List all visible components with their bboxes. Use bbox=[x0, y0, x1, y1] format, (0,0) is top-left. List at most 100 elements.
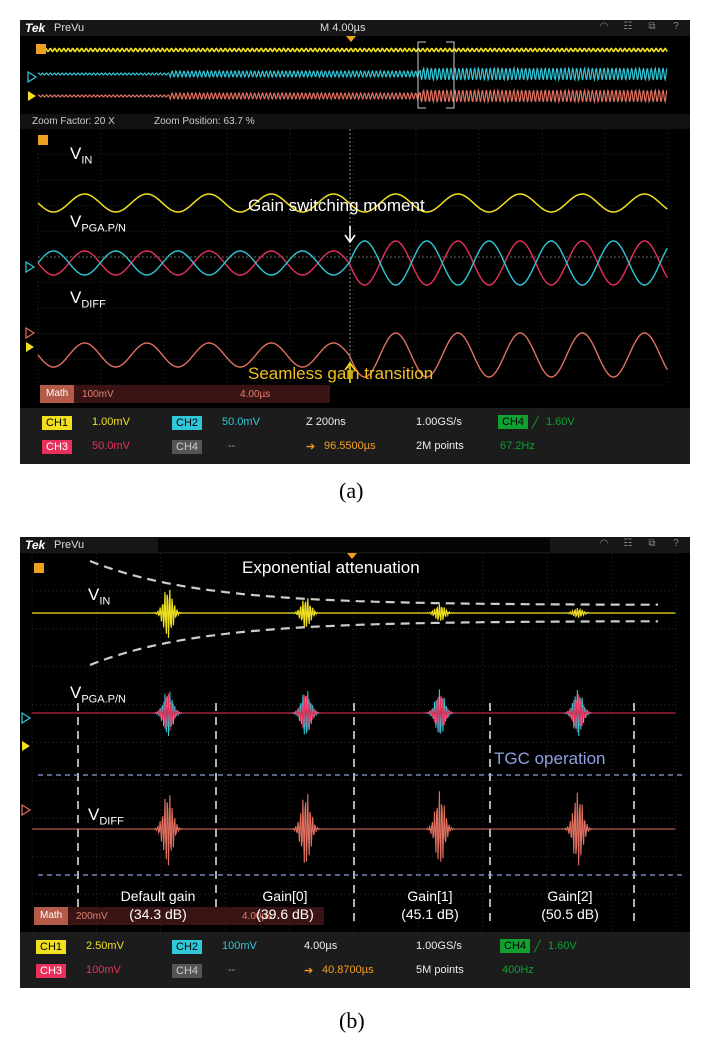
seamless-transition-annotation: Seamless gain transition bbox=[248, 364, 434, 383]
prevu-label: PreVu bbox=[54, 22, 85, 34]
zoom-position: Zoom Position: 63.7 % bbox=[154, 116, 255, 127]
zoom-time-div[interactable]: Z 200ns bbox=[306, 416, 346, 428]
trigger-position-marker bbox=[346, 36, 356, 42]
vdiff-label: VDIFF bbox=[70, 288, 106, 311]
trigger-frequency: 67.2Hz bbox=[500, 440, 535, 452]
wifi-icon[interactable]: ◠ bbox=[599, 21, 609, 32]
top-icons: ◠ ☷ ⧉ ? bbox=[591, 20, 684, 36]
tek-logo: Tek bbox=[25, 538, 46, 552]
ch1-badge[interactable]: CH1 bbox=[42, 416, 73, 430]
math-scale: 200mV bbox=[76, 911, 108, 922]
math-marker bbox=[25, 326, 36, 340]
plot-background bbox=[20, 129, 690, 409]
vin-label: VIN bbox=[70, 144, 93, 167]
ch2-scale: 100mV bbox=[222, 940, 257, 952]
ch4-badge[interactable]: CH4 bbox=[172, 440, 203, 454]
ch4-scale: -- bbox=[228, 964, 236, 976]
export-icon[interactable]: ⧉ bbox=[648, 21, 656, 32]
settings-bar: CH1 2.50mV CH2 100mV CH3 100mV CH4 -- 4.… bbox=[20, 932, 690, 988]
ch1-scale: 2.50mV bbox=[86, 940, 124, 952]
vin-trace bbox=[32, 589, 676, 638]
time-div[interactable]: 4.00µs bbox=[304, 940, 338, 952]
exponential-attenuation-annotation: Exponential attenuation bbox=[242, 558, 420, 577]
scope-panel-a: Tek PreVu M 4.00µs ◠ ☷ ⧉ ? Zoom Factor: … bbox=[20, 20, 690, 464]
horizontal-position[interactable]: 40.8700µs bbox=[322, 964, 374, 976]
ch3-badge[interactable]: CH3 bbox=[36, 964, 67, 978]
ch4-badge[interactable]: CH4 bbox=[172, 964, 203, 978]
ch2-marker bbox=[25, 260, 36, 274]
ch3-overview-trace bbox=[37, 87, 668, 105]
overview-strip[interactable] bbox=[158, 538, 550, 552]
trigger-position-marker bbox=[347, 553, 357, 559]
help-icon[interactable]: ? bbox=[673, 538, 679, 549]
position-arrow-icon: ➔ bbox=[304, 965, 314, 977]
trigger-icon bbox=[34, 563, 44, 573]
record-length: 2M points bbox=[416, 440, 464, 452]
gain-label-1: Gain[1](45.1 dB) bbox=[401, 888, 459, 922]
scope-panel-b: Tek PreVu ◠ ☷ ⧉ ? Exponential attenuatio… bbox=[20, 537, 690, 988]
ch3-scale: 50.0mV bbox=[92, 440, 130, 452]
tek-logo: Tek bbox=[25, 21, 46, 35]
arrow-down-icon bbox=[344, 234, 356, 244]
math-tag: Math bbox=[40, 385, 75, 403]
math-badge[interactable]: Math 200mV 4.00µs bbox=[34, 907, 324, 925]
vpga-p-trace bbox=[32, 693, 676, 733]
waveform-area[interactable] bbox=[20, 553, 690, 932]
math-tag: Math bbox=[34, 907, 69, 925]
trigger-frequency: 400Hz bbox=[502, 964, 534, 976]
tgc-operation-annotation: TGC operation bbox=[494, 749, 606, 768]
export-icon[interactable]: ⧉ bbox=[648, 538, 656, 549]
vpga-n-trace bbox=[37, 240, 668, 286]
gain-label-0: Gain[0](39.6 dB) bbox=[256, 888, 314, 922]
position-arrow-icon: ➔ bbox=[306, 441, 316, 453]
ch2-marker bbox=[27, 70, 38, 84]
ch3-badge[interactable]: CH3 bbox=[42, 440, 73, 454]
attenuation-envelope-lower bbox=[89, 620, 658, 667]
ch2-marker bbox=[21, 711, 32, 725]
zoom-window-bracket bbox=[417, 41, 455, 109]
zoom-waveform-area[interactable] bbox=[20, 129, 690, 409]
math-marker bbox=[21, 803, 32, 817]
trigger-edge-icon: ╱ bbox=[532, 417, 539, 429]
trigger-level: 1.60V bbox=[548, 940, 577, 952]
trigger-source-badge[interactable]: CH4 bbox=[500, 939, 531, 953]
horizontal-scale[interactable]: M 4.00µs bbox=[320, 22, 366, 34]
prevu-label: PreVu bbox=[54, 539, 85, 551]
zoom-factor: Zoom Factor: 20 X bbox=[32, 116, 115, 127]
record-length: 5M points bbox=[416, 964, 464, 976]
trigger-source-badge[interactable]: CH4 bbox=[498, 415, 529, 429]
ch1-marker bbox=[22, 741, 30, 751]
math-badge[interactable]: Math 100mV 4.00µs bbox=[40, 385, 330, 403]
settings-bar: CH1 1.00mV CH2 50.0mV CH3 50.0mV CH4 -- … bbox=[20, 408, 690, 464]
ch1-badge[interactable]: CH1 bbox=[36, 940, 67, 954]
trigger-level: 1.60V bbox=[546, 416, 575, 428]
vdiff-label: VDIFF bbox=[88, 805, 124, 828]
gain-switching-annotation: Gain switching moment bbox=[248, 196, 425, 215]
ch2-badge[interactable]: CH2 bbox=[172, 416, 203, 430]
gain-label-default: Default gain(34.3 dB) bbox=[120, 888, 196, 922]
caption-a: (a) bbox=[339, 478, 364, 503]
caption-b: (b) bbox=[339, 1008, 365, 1033]
math-time: 4.00µs bbox=[240, 389, 271, 400]
sample-rate: 1.00GS/s bbox=[416, 416, 462, 428]
vin-label: VIN bbox=[88, 585, 111, 608]
help-icon[interactable]: ? bbox=[673, 21, 679, 32]
ch2-badge[interactable]: CH2 bbox=[172, 940, 203, 954]
ch1-overview-trace bbox=[37, 47, 668, 53]
horizontal-position[interactable]: 96.5500µs bbox=[324, 440, 376, 452]
vpga-label: VPGA.P/N bbox=[70, 683, 126, 706]
overview-waveform-strip[interactable] bbox=[20, 36, 690, 114]
ch2-scale: 50.0mV bbox=[222, 416, 260, 428]
network-icon[interactable]: ☷ bbox=[623, 538, 633, 549]
trigger-icon bbox=[36, 44, 46, 54]
ch1-marker bbox=[26, 342, 34, 352]
trigger-icon bbox=[38, 135, 48, 145]
trigger-edge-icon: ╱ bbox=[534, 941, 541, 953]
network-icon[interactable]: ☷ bbox=[623, 21, 633, 32]
gain-label-2: Gain[2](50.5 dB) bbox=[541, 888, 599, 922]
vin-trace bbox=[37, 193, 668, 213]
ch3-scale: 100mV bbox=[86, 964, 121, 976]
wifi-icon[interactable]: ◠ bbox=[599, 538, 609, 549]
top-icons: ◠ ☷ ⧉ ? bbox=[591, 537, 684, 553]
sample-rate: 1.00GS/s bbox=[416, 940, 462, 952]
